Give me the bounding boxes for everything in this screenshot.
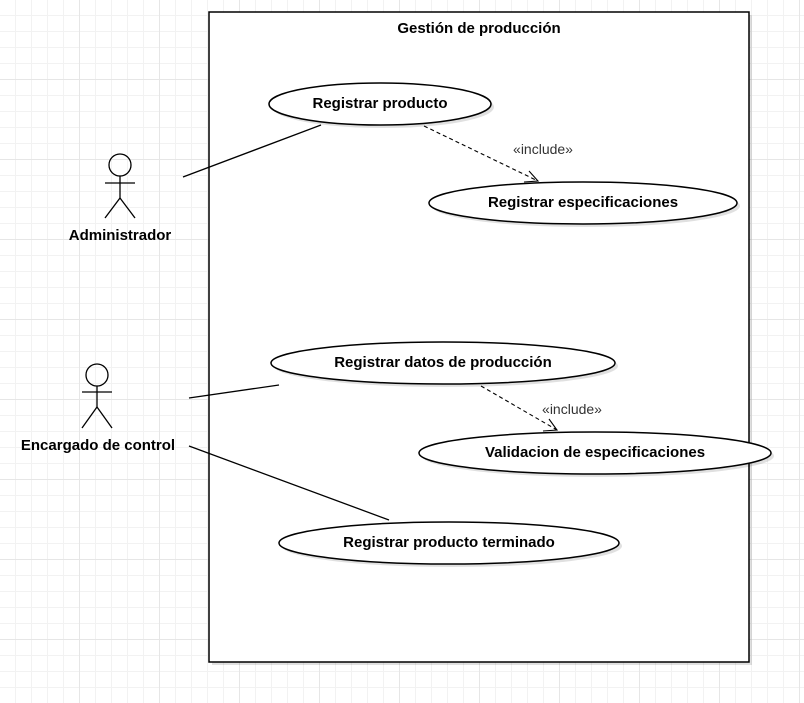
use-case-label: Registrar especificaciones <box>488 194 678 211</box>
use-case-ellipse <box>418 431 772 475</box>
use-case-ellipse <box>268 82 492 126</box>
association-admin-registrar-producto[interactable] <box>182 124 322 178</box>
include-arrowhead-2 <box>542 418 559 432</box>
include-label-1: «include» <box>513 141 573 157</box>
stick-figure-icon <box>81 363 113 429</box>
use-case-registrar-especificaciones[interactable]: Registrar especificaciones <box>428 181 740 227</box>
include-arrowhead-1 <box>523 170 540 183</box>
include-dependency-2[interactable] <box>480 385 558 431</box>
actor-administrador[interactable]: Administrador <box>69 153 172 244</box>
use-case-registrar-producto[interactable]: Registrar producto <box>268 82 494 128</box>
use-case-ellipse <box>270 341 616 385</box>
use-case-registrar-datos-produccion[interactable]: Registrar datos de producción <box>270 341 618 387</box>
use-case-label: Registrar datos de producción <box>334 354 552 371</box>
use-case-ellipse <box>428 181 738 225</box>
use-case-label: Registrar producto terminado <box>343 534 555 551</box>
use-case-label: Registrar producto <box>312 95 447 112</box>
stick-figure-icon <box>104 153 136 219</box>
include-label-2: «include» <box>542 401 602 417</box>
association-control-registrar-datos[interactable] <box>188 384 280 399</box>
system-title: Gestión de producción <box>397 20 560 37</box>
actor-label: Administrador <box>69 227 172 244</box>
actor-label: Encargado de control <box>21 437 175 454</box>
association-control-producto-terminado[interactable] <box>188 445 390 521</box>
include-dependency-1[interactable] <box>423 125 539 182</box>
use-case-validacion-especificaciones[interactable]: Validacion de especificaciones <box>418 431 774 477</box>
use-case-registrar-producto-terminado[interactable]: Registrar producto terminado <box>278 521 622 567</box>
actor-encargado-de-control[interactable]: Encargado de control <box>21 363 175 454</box>
use-case-ellipse <box>278 521 620 565</box>
use-case-label: Validacion de especificaciones <box>485 444 705 461</box>
